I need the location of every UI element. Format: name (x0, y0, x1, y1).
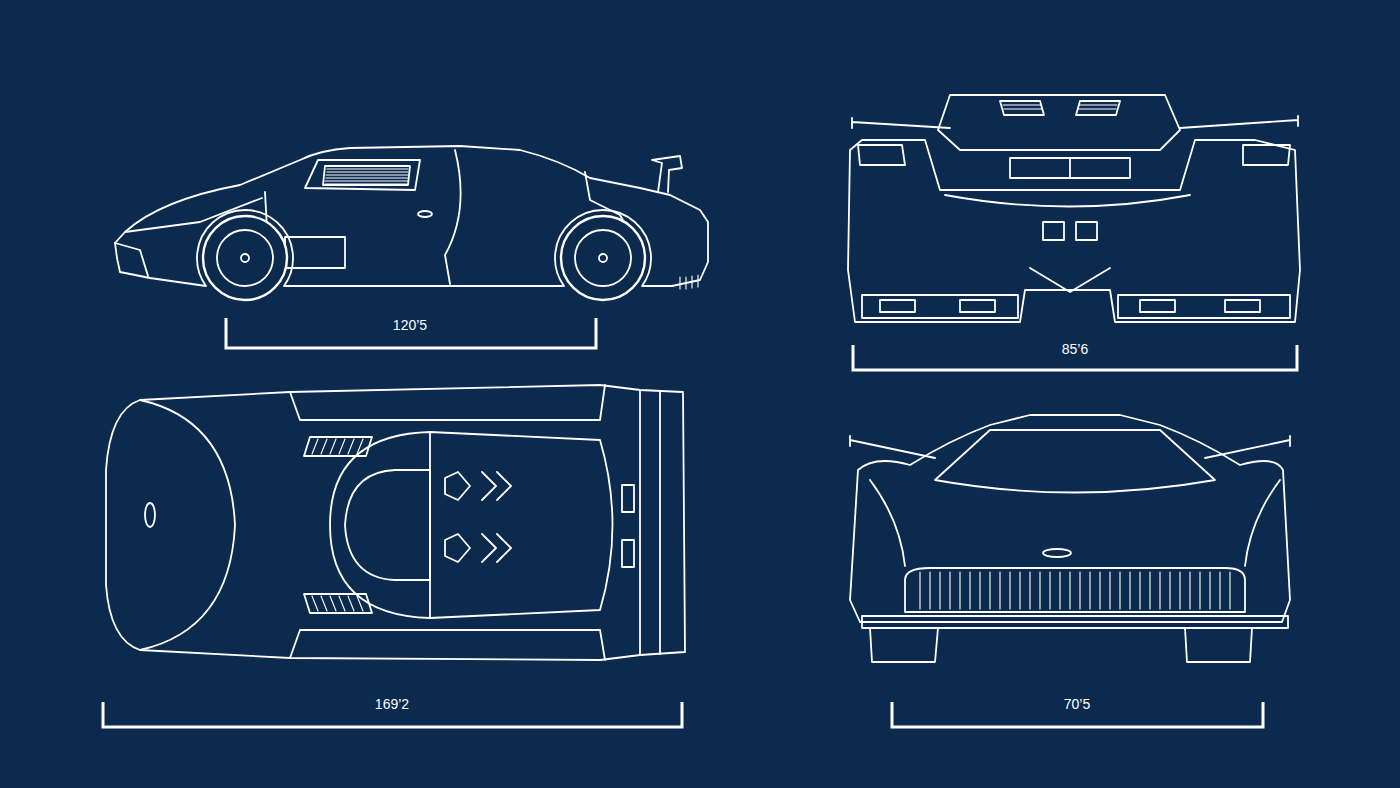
side-view (115, 146, 708, 300)
rear-roof-vent-slats (1003, 105, 1117, 109)
rear-body-outline (848, 140, 1300, 322)
dimension-label: 120’5 (393, 317, 427, 333)
rear-roof (938, 95, 1180, 150)
top-rear-wing (640, 390, 660, 655)
top-rear-intakes (622, 485, 634, 567)
top-vent-lower-slats (312, 596, 363, 611)
rear-roof-vents (1000, 101, 1120, 115)
front-view (850, 415, 1290, 662)
front-windscreen (935, 430, 1215, 493)
side-diffuser-fins (680, 275, 698, 289)
side-vent (285, 237, 345, 268)
front-body-outline (850, 415, 1290, 622)
side-intake-slats (325, 169, 408, 184)
front-rim (217, 230, 273, 286)
dimension-label: 70’5 (1064, 696, 1090, 712)
top-engine-chevrons (482, 472, 511, 562)
top-side-pod-upper (290, 385, 605, 420)
top-side-pod-lower (290, 630, 605, 660)
front-splitter (862, 616, 1288, 628)
rear-diffuser-left (862, 295, 1018, 318)
front-mirror-right (1205, 436, 1290, 458)
rear-taillight (945, 195, 1190, 207)
dimension-bracket (226, 318, 596, 348)
front-mirror-left (850, 436, 935, 458)
top-canopy (330, 432, 613, 618)
top-vent-lower (304, 594, 372, 613)
side-rear-wing (652, 156, 682, 192)
top-engine-cover-line (429, 432, 431, 618)
front-grille-slats (920, 572, 1230, 609)
front-badge (1043, 549, 1071, 557)
rear-view (848, 95, 1300, 322)
dimension-label: 169’2 (375, 696, 409, 712)
dimension-label: 85’6 (1062, 341, 1088, 357)
front-grille (905, 568, 1245, 612)
rear-center-panel (1010, 158, 1130, 178)
top-view (106, 385, 685, 660)
front-wheel (203, 216, 287, 300)
top-body-outline (106, 385, 685, 660)
rear-rim (575, 230, 631, 286)
side-roof-intake (305, 160, 420, 190)
side-door-handle (418, 211, 432, 217)
top-vent-upper-slats (312, 439, 363, 454)
top-hood-curve (140, 400, 235, 650)
rear-wing-left (852, 118, 950, 128)
top-engine-hex (445, 472, 470, 562)
side-intake-frame (323, 166, 410, 185)
side-front-lip (115, 243, 148, 276)
top-badge (145, 503, 155, 527)
rear-diffuser-right (1118, 295, 1290, 318)
top-vent-upper (304, 437, 372, 456)
rear-hub (599, 254, 607, 262)
rear-wheel (561, 216, 645, 300)
front-wheels (870, 628, 1252, 662)
top-cockpit (345, 470, 430, 580)
rear-diffuser-center (1030, 268, 1110, 292)
rear-badges (1043, 222, 1097, 240)
front-fenders (870, 480, 1280, 566)
side-rear-door-line (445, 150, 461, 284)
rear-wing-right (1180, 116, 1298, 128)
front-hub (241, 254, 249, 262)
rear-side-lights (858, 145, 1290, 165)
